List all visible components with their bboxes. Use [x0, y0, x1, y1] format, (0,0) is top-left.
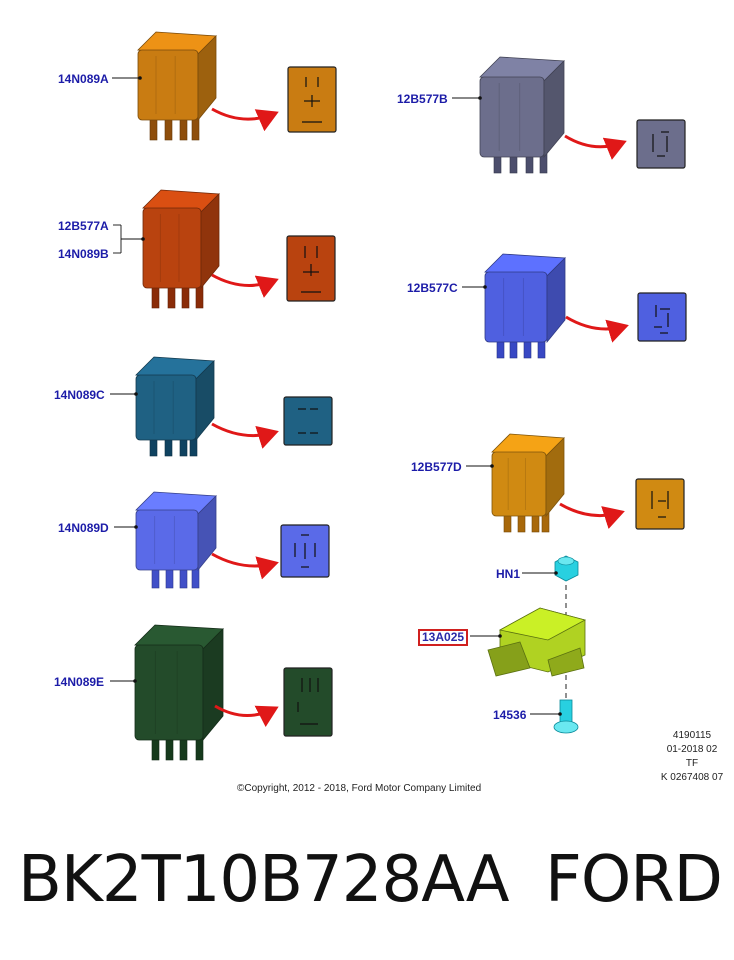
relay-14n089d-arrow	[211, 552, 279, 580]
relay-12b577c-side	[546, 257, 566, 344]
relay-12b577b-leader-dot	[478, 96, 482, 100]
relay-12b577d-body	[491, 451, 547, 517]
relay-12b577c	[484, 253, 566, 359]
label-hn1: HN1	[496, 567, 521, 581]
relay-12b577c-arrow	[565, 315, 629, 343]
module-connector	[487, 641, 531, 677]
relay-14n089d	[135, 491, 217, 589]
relay-14n089a-leader-dot	[138, 76, 142, 80]
label-14n089a: 14N089A	[58, 72, 109, 86]
relay-12b577d-pinout	[635, 478, 685, 530]
label-14536: 14536	[493, 708, 527, 722]
relay-14n089c-pinout-box	[283, 396, 333, 446]
relay-12b577d	[491, 433, 565, 533]
part-number: BK2T10B728AA	[18, 843, 510, 917]
relay-12b577c-leader-dot	[483, 285, 487, 289]
relay-12b577a-14n089b-leader-dot	[141, 237, 145, 241]
leader-13a025-dot	[498, 634, 502, 638]
relay-12b577d-side	[545, 437, 565, 518]
relay-14n089a	[137, 31, 217, 141]
ref-code: TF	[685, 758, 699, 769]
label-14n089d: 14N089D	[58, 521, 109, 535]
relay-14n089c-leader-dot	[134, 392, 138, 396]
relay-14n089a-side	[197, 35, 217, 122]
label-13a025: 13A025	[418, 629, 469, 646]
relay-12b577c-pinout	[637, 292, 687, 342]
relay-12b577c-pinout-box	[637, 292, 687, 342]
relay-14n089e-pinout	[283, 667, 333, 737]
relay-12b577a-14n089b-arrow	[211, 273, 279, 298]
relay-14n089d-side	[197, 495, 217, 572]
relay-14n089d-body	[135, 509, 199, 571]
relay-12b577a-14n089b-side	[200, 193, 220, 290]
relay-14n089e	[134, 624, 224, 761]
label-12b577a: 12B577A	[58, 219, 109, 233]
relay-14n089a-body	[137, 49, 199, 121]
label-14n089c: 14N089C	[54, 388, 105, 402]
ref-date: 01-2018 02	[666, 744, 718, 755]
ref-document: K 0267408 07	[660, 772, 724, 783]
bolt-14536-head	[553, 720, 579, 734]
copyright-text: ©Copyright, 2012 - 2018, Ford Motor Comp…	[237, 783, 482, 794]
relay-14n089e-leader-dot	[133, 679, 137, 683]
module-top	[498, 607, 587, 641]
label-12b577d: 12B577D	[411, 460, 462, 474]
relay-14n089e-side	[202, 628, 224, 742]
relay-12b577b-body	[479, 76, 545, 158]
label-14n089e: 14N089E	[54, 675, 105, 689]
relay-14n089d-pinout	[280, 524, 330, 578]
relay-14n089c-body	[135, 374, 197, 441]
relay-14n089c	[135, 356, 215, 457]
relay-12b577b	[479, 56, 565, 174]
brand-name: FORD	[545, 843, 723, 917]
relay-12b577b-arrow	[564, 134, 627, 160]
relay-14n089c-pinout	[283, 396, 333, 446]
relay-12b577b-pinout-box	[636, 119, 686, 169]
relay-14n089c-side	[195, 360, 215, 442]
relay-12b577b-pinout	[636, 119, 686, 169]
label-12b577b: 12B577B	[397, 92, 448, 106]
ref-number: 4190115	[672, 730, 712, 741]
nut-hn1-top	[557, 556, 575, 566]
label-14n089b: 14N089B	[58, 247, 109, 261]
relay-12b577d-arrow	[559, 502, 625, 529]
leader-14536-dot	[558, 712, 562, 716]
leader-hn1-dot	[554, 571, 558, 575]
relay-14n089d-leader-dot	[134, 525, 138, 529]
relay-14n089e-pinout-box	[283, 667, 333, 737]
relay-14n089a-arrow	[211, 107, 279, 132]
relay-12b577a-14n089b-pinout	[286, 235, 336, 302]
relay-12b577d-leader-dot	[490, 464, 494, 468]
relay-14n089c-arrow	[211, 422, 279, 449]
module-13a025	[470, 555, 587, 734]
module-bracket	[547, 647, 585, 677]
relay-12b577d-pinout-box	[635, 478, 685, 530]
relay-12b577a-14n089b-body	[142, 207, 202, 289]
label-12b577c: 12B577C	[407, 281, 458, 295]
relay-12b577a-14n089b	[142, 189, 220, 309]
bolt-14536-icon	[559, 699, 573, 725]
relay-14n089e-arrow	[214, 704, 279, 727]
relay-12b577c-body	[484, 271, 548, 343]
relay-12b577b-side	[543, 60, 565, 159]
relay-14n089e-body	[134, 644, 204, 741]
relay-14n089a-pinout	[287, 66, 337, 133]
